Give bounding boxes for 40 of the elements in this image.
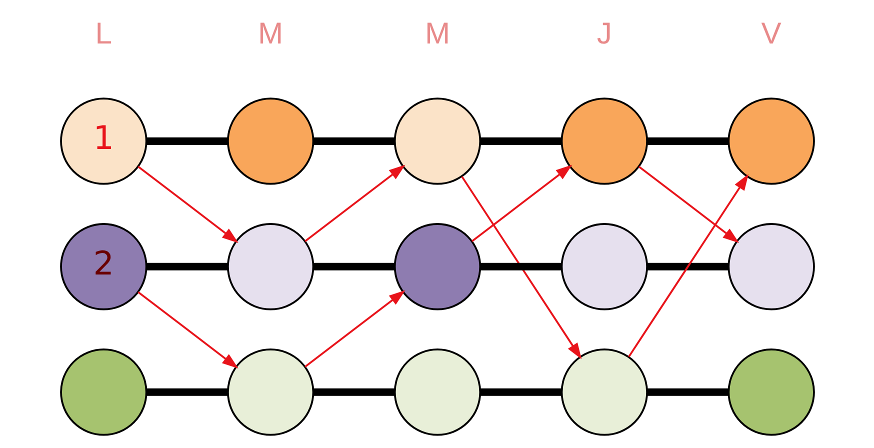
label: J (596, 18, 612, 51)
arrow (304, 290, 405, 368)
connector (480, 388, 562, 396)
node-circle (226, 223, 314, 310)
label: M (424, 18, 450, 51)
node-circle (560, 98, 648, 185)
node-circle (226, 348, 314, 436)
arrow (460, 176, 582, 360)
arrow (470, 164, 572, 242)
node-circle: 1 (60, 98, 147, 185)
node-circle (393, 223, 481, 310)
connector (146, 388, 228, 396)
node-circle (727, 348, 814, 436)
connector (646, 137, 728, 145)
connector (646, 262, 728, 270)
node-circle (727, 98, 814, 185)
arrow (137, 166, 238, 244)
label: V (760, 18, 781, 51)
connector (480, 137, 562, 145)
connector (480, 262, 562, 270)
node-circle (226, 98, 314, 185)
connector (312, 388, 394, 396)
connector (312, 262, 394, 270)
connector (646, 388, 728, 396)
node-circle (393, 98, 481, 185)
connector (146, 137, 228, 145)
node-circle: 2 (60, 223, 147, 310)
arrow (137, 291, 238, 369)
node-circle (560, 348, 648, 436)
connector (146, 262, 228, 270)
node-circle (60, 348, 147, 436)
label: L (94, 18, 112, 51)
node-circle (393, 348, 481, 436)
arrow (638, 166, 739, 244)
label: M (258, 18, 283, 51)
arrow (304, 164, 405, 242)
node-circle (727, 223, 814, 310)
connector (312, 137, 394, 145)
node-circle (560, 223, 648, 310)
arrow (628, 174, 748, 358)
